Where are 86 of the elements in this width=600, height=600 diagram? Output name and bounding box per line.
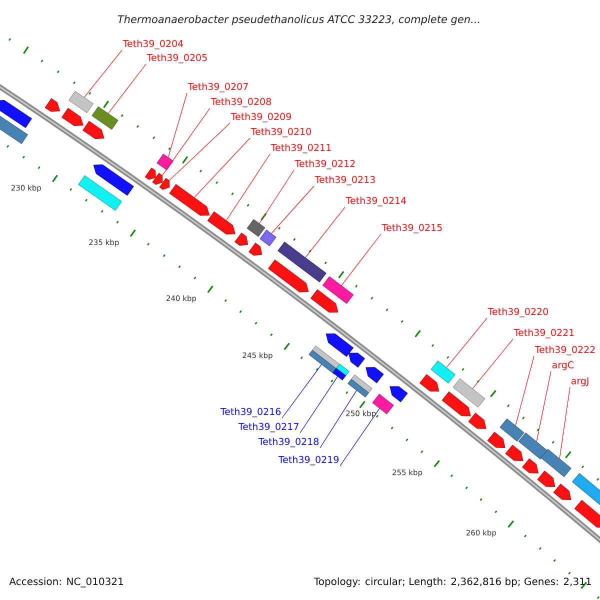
gene-block — [390, 386, 408, 402]
gene-block — [505, 444, 524, 461]
gene-block — [260, 230, 276, 246]
gene-block — [78, 175, 122, 211]
gene-block — [278, 242, 326, 282]
gene-label: argJ — [571, 377, 588, 386]
leader-line — [282, 364, 322, 418]
genome-stats-text: Topology: circular; Length: 2,362,816 bp; Genes: 2,311 — [314, 577, 591, 588]
gene-block — [152, 172, 162, 185]
gene-block — [537, 470, 556, 487]
leader-line — [340, 408, 380, 466]
leader-line — [300, 376, 338, 434]
gene-block — [234, 232, 248, 246]
gene-label: Teth39_0208 — [210, 98, 271, 108]
gene-block — [348, 374, 372, 398]
gene-block — [487, 432, 506, 448]
leader-line — [168, 92, 188, 158]
gene-block — [248, 242, 262, 256]
leader-line — [472, 338, 514, 389]
gene-label: argC — [552, 361, 574, 370]
gene-label: Teth39_0222 — [534, 346, 595, 356]
leader-line — [194, 138, 250, 198]
gene-label: Teth39_0214 — [346, 196, 406, 206]
gene-block — [310, 289, 338, 312]
gene-label: Teth39_0207 — [188, 82, 248, 92]
gene-block — [144, 168, 156, 180]
leader-line — [515, 356, 534, 426]
leader-line — [226, 154, 270, 221]
gene-block — [68, 91, 94, 113]
gene-block — [322, 276, 354, 304]
gene-label: Teth39_0215 — [382, 224, 442, 234]
gene-block — [268, 260, 309, 292]
gene-label: Teth39_0213 — [314, 176, 375, 186]
gene-block — [62, 108, 84, 126]
gene-label: Teth39_0217 — [238, 422, 298, 432]
leader-line — [84, 50, 122, 98]
gene-label: Teth39_0211 — [270, 144, 331, 154]
gene-block — [92, 106, 118, 130]
gene-label: Teth39_0205 — [146, 54, 207, 64]
leader-line — [341, 234, 382, 286]
gene-block — [326, 334, 354, 357]
gene-block — [522, 458, 538, 474]
gene-label: Teth39_0220 — [488, 308, 548, 318]
gene-block — [540, 448, 572, 478]
gene-label: Teth39_0210 — [250, 128, 311, 138]
gene-block — [169, 184, 210, 216]
leader-line — [108, 64, 146, 114]
gene-block — [468, 412, 486, 429]
gene-block — [207, 211, 236, 234]
gene-block — [442, 391, 471, 416]
gene-block — [246, 219, 266, 237]
gene-block — [156, 154, 174, 170]
leader-line — [259, 170, 294, 224]
gene-block — [430, 360, 456, 384]
gene-block — [44, 98, 60, 112]
gene-label: Teth39_0204 — [122, 40, 184, 50]
gene-block — [574, 500, 600, 528]
leader-line — [559, 386, 570, 459]
gene-block — [420, 374, 440, 392]
gene-label: Teth39_0219 — [278, 456, 339, 466]
gene-block — [0, 100, 32, 128]
gene-label: Teth39_0218 — [258, 438, 319, 448]
leader-line — [446, 318, 488, 368]
gene-block — [348, 352, 365, 368]
gene-label: Teth39_0209 — [230, 112, 291, 122]
leader-line — [536, 370, 552, 442]
gene-label: Teth39_0216 — [220, 408, 281, 418]
gene-block — [332, 364, 350, 380]
gene-block — [308, 346, 342, 374]
gene-block — [159, 178, 170, 190]
gene-block — [93, 164, 134, 196]
gene-label: Teth39_0221 — [514, 328, 574, 338]
gene-block — [553, 484, 572, 500]
gene-block — [452, 378, 486, 408]
gene-block — [366, 367, 384, 384]
gene-label: Teth39_0212 — [294, 160, 355, 170]
title: Thermoanaerobacter pseudethanolicus ATCC 33223, complete gen... — [118, 15, 480, 26]
accession-text: Accession: NC_010321 — [9, 577, 123, 588]
leader-line — [162, 108, 210, 176]
gene-block — [500, 418, 524, 442]
gene-block — [518, 432, 548, 460]
gene-block — [82, 120, 104, 140]
leader-line — [271, 186, 314, 234]
leader-line — [169, 122, 230, 181]
leader-line — [305, 206, 346, 258]
leader-line — [320, 390, 357, 448]
